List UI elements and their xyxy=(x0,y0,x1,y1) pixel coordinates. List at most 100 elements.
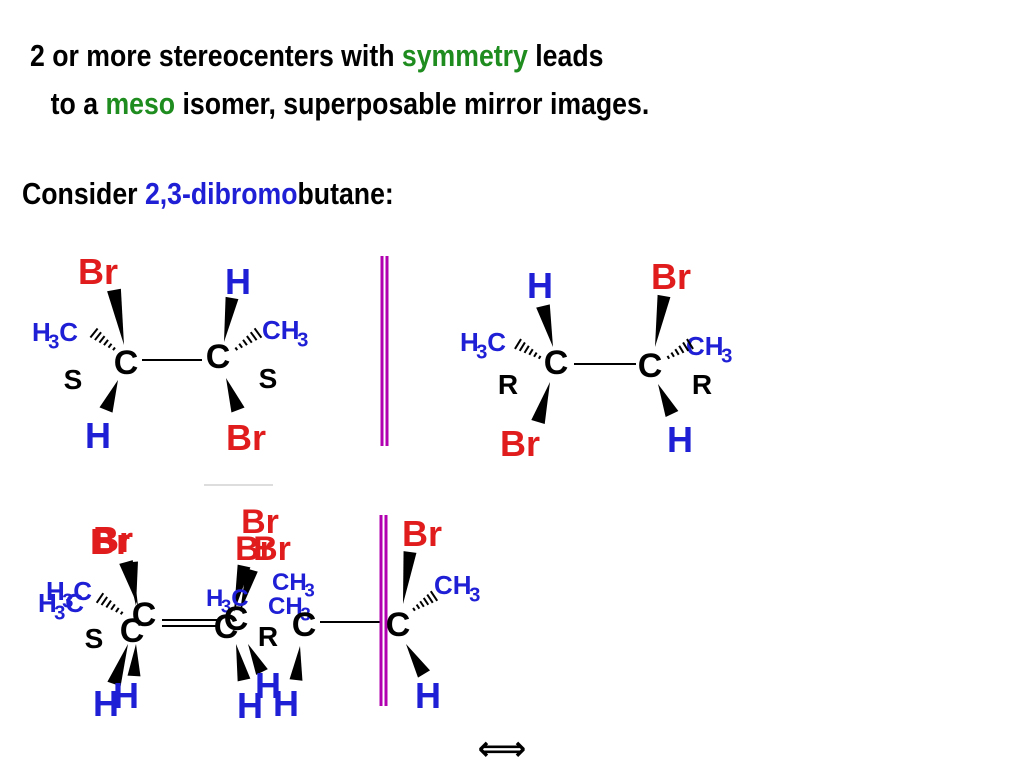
bromine-label: Br xyxy=(235,530,273,568)
carbon-label: C xyxy=(206,338,231,376)
methyl-ch3-label: CH xyxy=(272,569,307,596)
hashed-bond-tick xyxy=(670,352,675,358)
hashed-bond-tick xyxy=(533,352,538,358)
hashed-bond-tick xyxy=(105,600,112,608)
hydrogen-label: H xyxy=(415,675,441,716)
methyl-subscript: 3 xyxy=(221,596,231,617)
methyl-h3c-label: H xyxy=(460,327,479,357)
hashed-bond-tick xyxy=(242,339,248,346)
wedge-bond xyxy=(236,644,251,682)
hydrogen-label: H xyxy=(237,685,263,726)
methyl-subscript: 3 xyxy=(62,590,73,612)
consider-text: butane: xyxy=(297,176,394,211)
hashed-bond-tick xyxy=(110,603,116,611)
keyword-meso: meso xyxy=(105,86,176,121)
hashed-bond-tick xyxy=(95,592,105,604)
hydrogen-label: H xyxy=(93,683,119,724)
bromine-label: Br xyxy=(241,503,279,541)
wedge-bond xyxy=(99,380,118,413)
stereo-descriptor-r: R xyxy=(498,369,518,400)
hashed-bond-tick xyxy=(686,338,694,350)
hydrogen-label: H xyxy=(273,683,299,724)
hashed-bond-tick xyxy=(429,590,439,602)
hashed-bond-tick xyxy=(537,355,542,360)
wedge-bond xyxy=(248,644,268,675)
hashed-bond-tick xyxy=(253,327,263,339)
methyl-subscript: 3 xyxy=(300,604,310,625)
hashed-bond-tick xyxy=(98,335,106,344)
headline-text: isomer, superposable mirror images. xyxy=(175,86,650,121)
methyl-h3c-label: H xyxy=(38,588,57,618)
hashed-bond-tick xyxy=(412,607,416,612)
headline-text: leads xyxy=(527,38,604,73)
hashed-bond-tick xyxy=(246,335,253,344)
hydrogen-label: H xyxy=(667,419,693,460)
bromine-label: Br xyxy=(651,256,691,297)
wedge-bond xyxy=(127,644,141,677)
hashed-bond-tick xyxy=(115,607,120,613)
consider-text: Consider xyxy=(22,176,145,211)
stereo-descriptor-r: R xyxy=(258,621,278,652)
bromine-label: Br xyxy=(500,423,540,464)
wedge-bond xyxy=(531,382,550,425)
stereo-descriptor-r: R xyxy=(692,369,712,400)
headline-line-1: 2 or more stereocenters with symmetry le… xyxy=(30,32,649,80)
hashed-bond-tick xyxy=(514,338,522,350)
headline-text: to a xyxy=(50,86,106,121)
hashed-bond-tick xyxy=(523,345,530,354)
methyl-h3c-label: H xyxy=(32,317,51,347)
hashed-bond-tick xyxy=(528,348,534,356)
bromine-label: Br xyxy=(402,513,442,554)
methyl-subscript: 3 xyxy=(469,584,480,606)
hydrogen-label: H xyxy=(113,675,139,716)
methyl-subscript: 3 xyxy=(297,329,308,351)
hashed-bond-tick xyxy=(94,331,102,341)
carbon-label: C xyxy=(114,344,139,382)
wedge-bond xyxy=(240,568,258,612)
bromine-label: Br xyxy=(90,521,130,562)
hashed-bond-tick xyxy=(419,600,425,608)
methyl-h3c-label: C xyxy=(65,588,84,618)
hashed-bond-tick xyxy=(678,345,685,354)
bromine-label: Br xyxy=(253,530,291,568)
stereo-descriptor-s: S xyxy=(64,364,83,395)
carbon-label: C xyxy=(214,608,239,646)
bromine-label: Br xyxy=(78,251,118,292)
wedge-bond xyxy=(107,288,124,345)
keyword-symmetry: symmetry xyxy=(401,38,528,73)
wedge-bond xyxy=(536,304,553,347)
methyl-subscript: 3 xyxy=(48,331,59,353)
methyl-h3c-label: C xyxy=(59,317,78,347)
hashed-bond-tick xyxy=(422,597,430,606)
methyl-subscript: 3 xyxy=(476,341,487,363)
bromine-label: Br xyxy=(93,519,133,560)
methyl-h3c-label: C xyxy=(487,327,506,357)
wedge-bond xyxy=(658,384,679,417)
hashed-bond-tick xyxy=(107,343,113,349)
bromine-label: Br xyxy=(226,417,266,458)
methyl-subscript: 3 xyxy=(54,602,65,624)
consider-line: Consider 2,3-dibromobutane: xyxy=(22,176,394,212)
wedge-bond xyxy=(289,646,303,681)
hashed-bond-tick xyxy=(426,593,434,604)
stereo-descriptor-s: S xyxy=(259,363,278,394)
headline-text: 2 or more stereocenters with xyxy=(30,38,402,73)
methyl-h3c-label: H xyxy=(206,585,223,612)
methyl-h3c-label: C xyxy=(231,585,248,612)
wedge-bond xyxy=(226,378,245,413)
hashed-bond-tick xyxy=(238,343,243,349)
hydrogen-label: H xyxy=(527,265,553,306)
hashed-bond-tick xyxy=(103,339,109,346)
double-arrow-icon: ⟺ xyxy=(478,730,527,768)
wedge-bond xyxy=(126,561,138,606)
wedge-bond xyxy=(224,296,239,342)
hashed-bond-tick xyxy=(234,346,239,351)
wedge-bond xyxy=(107,644,128,687)
methyl-h3c-label: H xyxy=(46,576,65,606)
hashed-bond-tick xyxy=(518,341,526,352)
carbon-label: C xyxy=(386,606,411,644)
carbon-label: C xyxy=(638,347,663,385)
hashed-bond-tick xyxy=(666,355,671,360)
methyl-subscript: 3 xyxy=(304,580,314,601)
